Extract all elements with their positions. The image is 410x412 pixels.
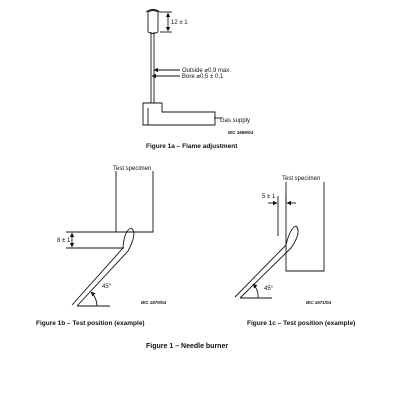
fig1b-caption: Figure 1b – Test position (example) (36, 320, 145, 327)
dim-text-1c: 5 ± 1 (262, 194, 276, 200)
tube-1b-a (71, 247, 124, 306)
tube-1c-b (239, 247, 292, 299)
fig1a-ref: IEC 1669/04 (228, 130, 254, 135)
dim-text-1b: 8 ± 1 (57, 238, 71, 244)
fig1b-ref: IEC 1670/04 (141, 300, 167, 305)
fig1c-ref: IEC 1671/04 (306, 300, 332, 305)
figure-1c (234, 182, 325, 299)
outside-label: Outside ⌀0,9 max. (182, 68, 231, 74)
angle-arc-1b (90, 291, 98, 307)
angle-text-1b: 45° (102, 284, 112, 290)
specimen-label-1c: Test specimen (282, 176, 320, 182)
bore-label: Bore ⌀0,5 ± 0,1 (182, 74, 224, 80)
gas-supply-label: Gas supply (220, 118, 250, 124)
height-dim-text: 12 ± 1 (171, 20, 188, 26)
specimen-label-1b: Test specimen (113, 166, 151, 172)
fig1c-caption: Figure 1c – Test position (example) (247, 320, 355, 327)
figure-1b (66, 171, 154, 307)
flame-body (147, 10, 159, 34)
burner-elbow (142, 102, 216, 126)
flame-1c (285, 225, 299, 249)
figure-1a (142, 9, 222, 126)
tube-1c-a (234, 244, 287, 298)
angle-text-1c: 45° (264, 286, 274, 292)
fig1a-caption: Figure 1a – Flame adjustment (146, 143, 238, 150)
tube-1b-b (76, 250, 129, 307)
angle-arc-1c (252, 283, 259, 299)
specimen-1b (115, 171, 154, 233)
main-caption: Figure 1 – Needle burner (146, 343, 228, 350)
flame-1b (122, 227, 135, 252)
specimen-1c (285, 182, 325, 272)
